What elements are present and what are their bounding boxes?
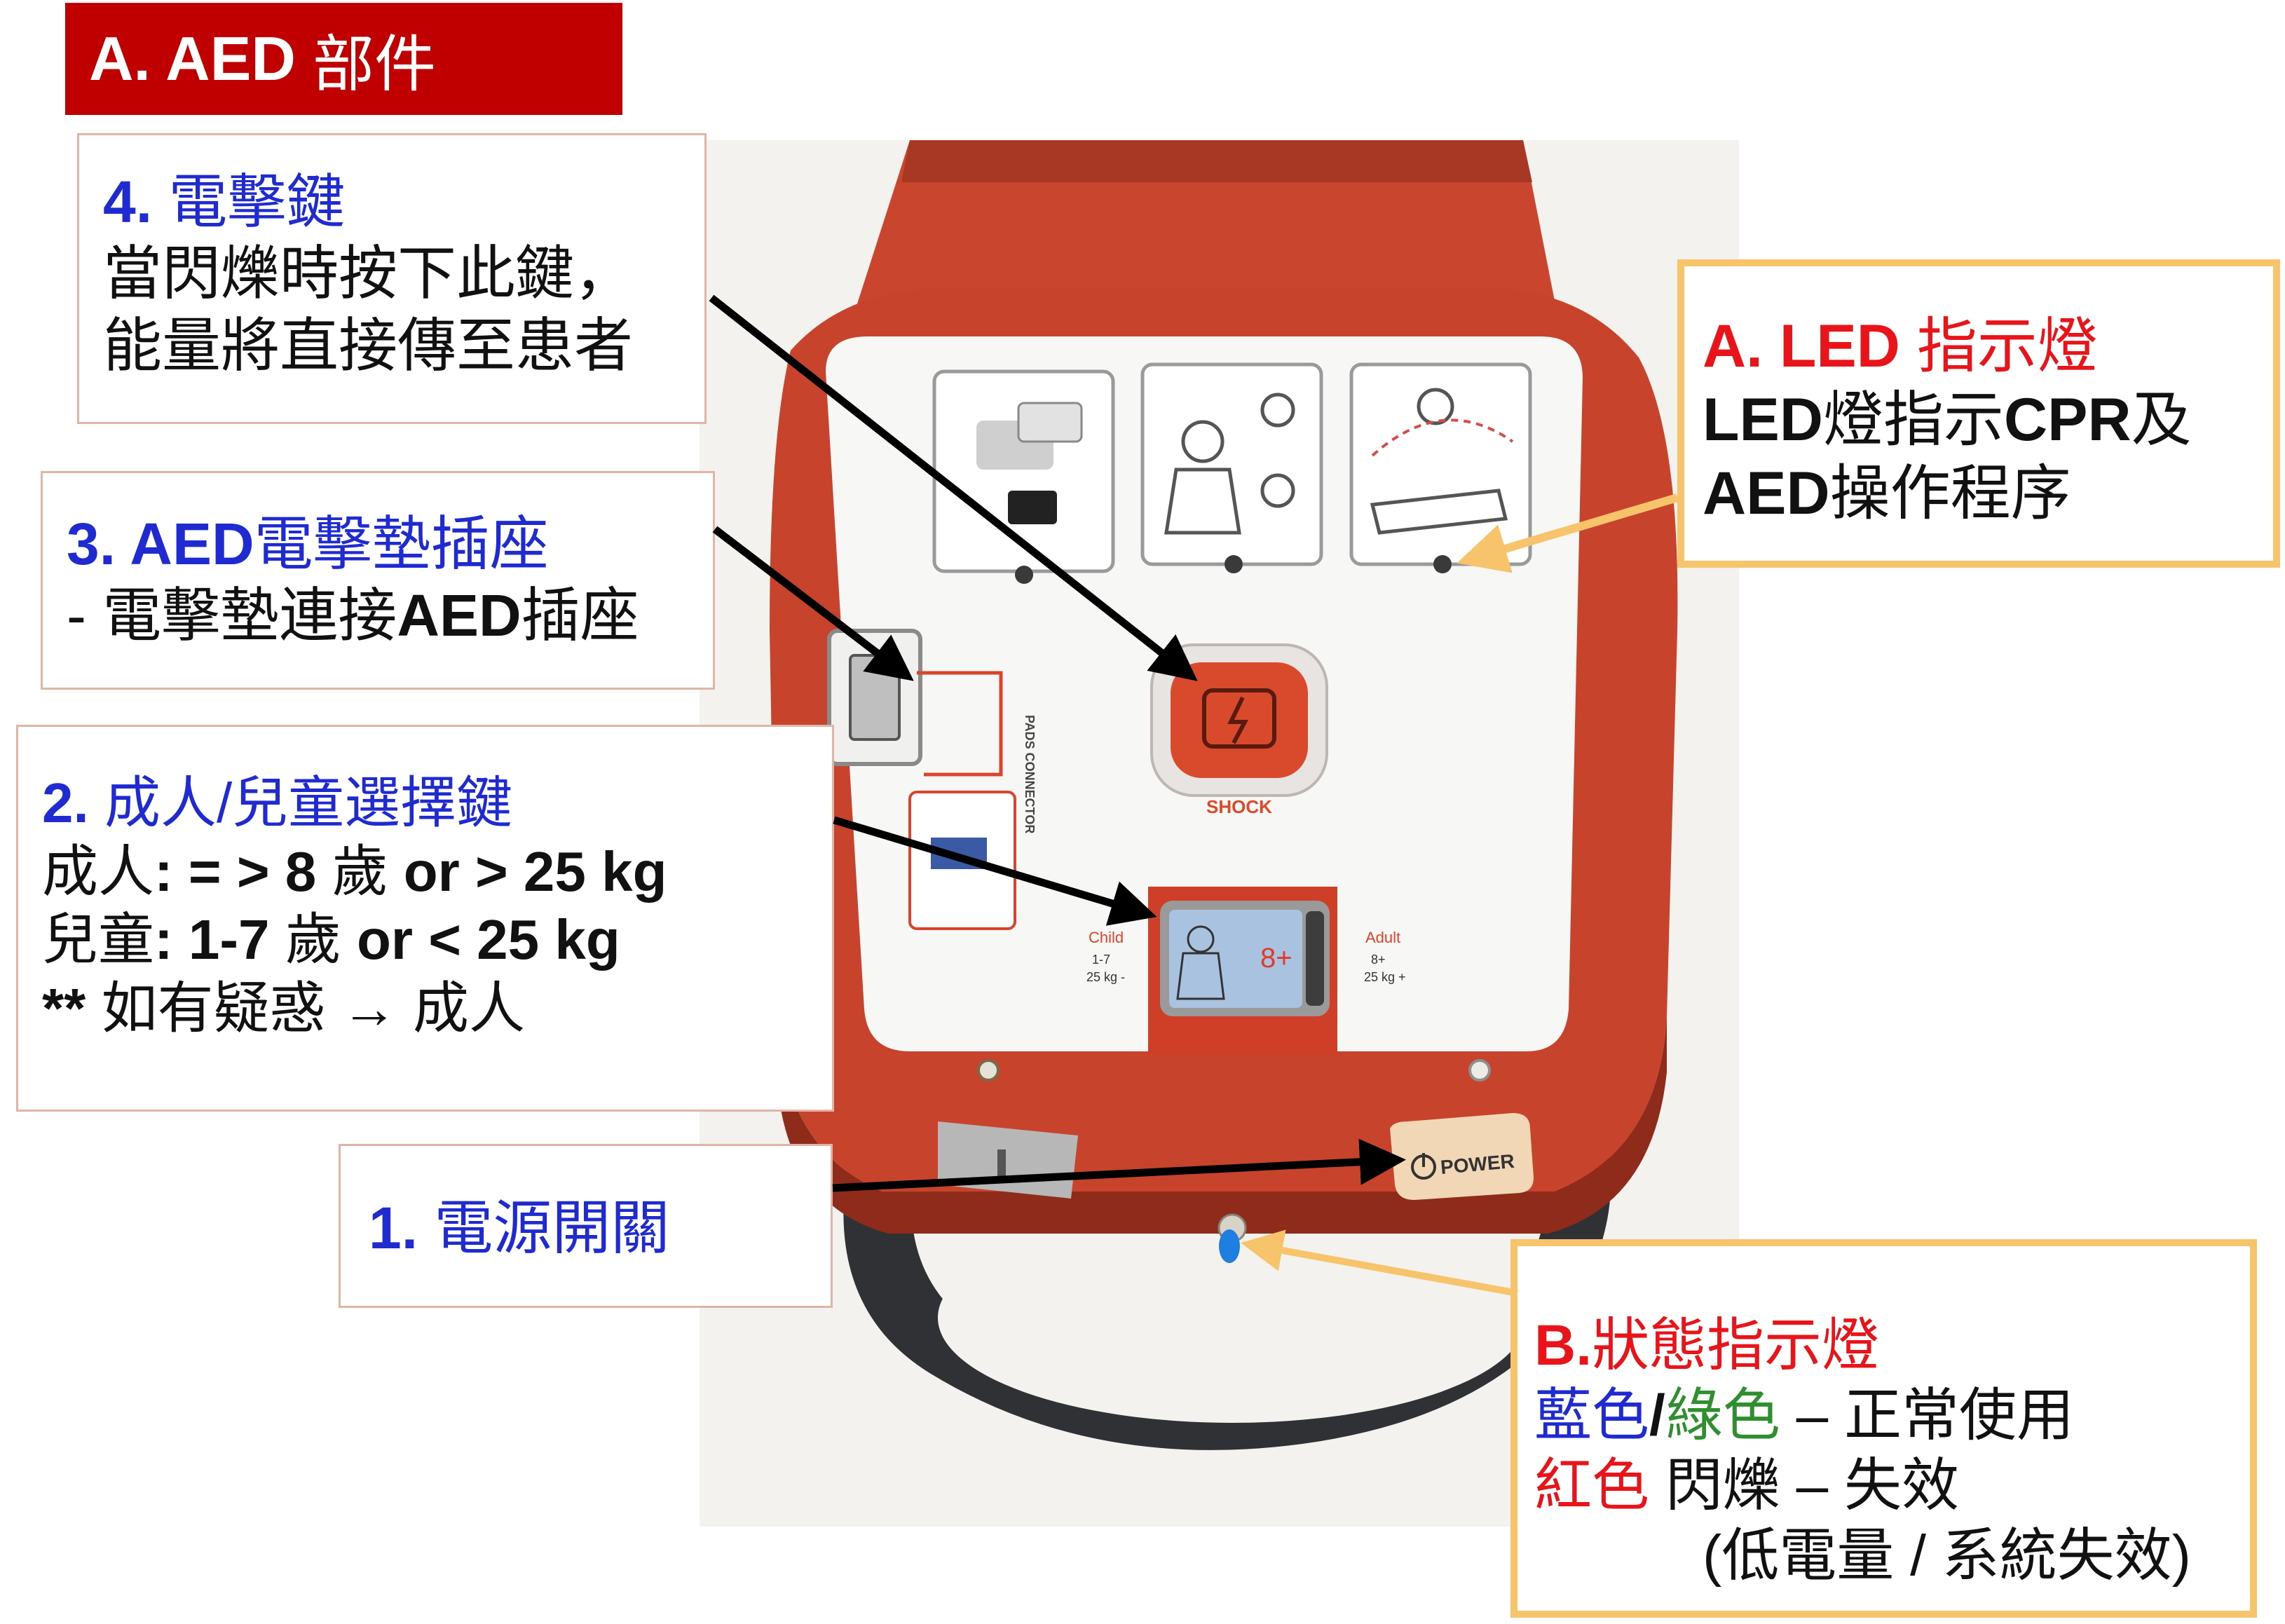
- callout-text: 插座: [521, 582, 639, 649]
- callout-text-line: 當閃爍時按下此鍵，: [103, 240, 634, 307]
- callout-shock-button: 4. 電擊鍵 當閃爍時按下此鍵， 能量將直接傳至患者: [77, 133, 707, 424]
- callout-text-bold: LED: [1703, 385, 1823, 453]
- status-led: [1219, 1229, 1240, 1263]
- red-label: 紅色: [1534, 1454, 1650, 1518]
- child-age-unit: 歲: [285, 908, 341, 971]
- callout-power-switch: 1. 電源開關: [339, 1144, 833, 1308]
- callout-number: A. LED: [1703, 313, 1900, 380]
- callout-heading: 狀態指示燈: [1592, 1313, 1880, 1377]
- callout-heading: 電源開關: [434, 1195, 670, 1261]
- callout-text: 及: [2131, 385, 2192, 453]
- callout-heading: 指示燈: [1916, 313, 2098, 380]
- normal-text: – 正常使用: [1796, 1384, 2075, 1448]
- fail-text: 閃爍 – 失效: [1665, 1454, 1959, 1518]
- adult-criteria: : = > 8: [154, 840, 317, 903]
- callout-text-bold: AED: [397, 582, 521, 649]
- callout-number: 3. AED: [67, 511, 254, 577]
- callout-text-bold: AED: [1703, 459, 1830, 527]
- section-title-prefix: A. AED: [89, 24, 296, 93]
- section-title: A. AED 部件: [65, 3, 622, 115]
- slash: /: [1649, 1384, 1665, 1448]
- note-result: 成人: [412, 976, 525, 1039]
- fail-detail: (低電量 / 系統失效): [1703, 1524, 2191, 1588]
- callout-number: 2.: [42, 772, 89, 834]
- callout-text: 燈指示: [1823, 385, 2004, 453]
- child-label: Child: [1089, 929, 1124, 946]
- child-label-text: 兒童: [42, 908, 154, 971]
- callout-led-indicator: A. LED 指示燈 LED燈指示CPR及 AED操作程序: [1677, 259, 2280, 568]
- child-weight: 25 kg -: [1086, 970, 1125, 984]
- adult-child-screen: [1169, 910, 1302, 1008]
- callout-text-bold: CPR: [2004, 385, 2131, 453]
- blue-label: 藍色: [1534, 1384, 1650, 1448]
- callout-pad-socket: 3. AED電擊墊插座 - 電擊墊連接AED插座: [41, 471, 715, 690]
- callout-heading: 成人/兒童選擇鍵: [104, 772, 513, 834]
- child-age: 1-7: [1092, 953, 1110, 967]
- callout-heading: 電擊墊插座: [254, 511, 549, 577]
- adult-label-text: 成人: [42, 840, 154, 903]
- callout-heading: 電擊鍵: [168, 169, 346, 235]
- shock-label: SHOCK: [1206, 796, 1272, 817]
- adult-label: Adult: [1365, 929, 1400, 946]
- pads-connector-label: PADS CONNECTOR: [1023, 715, 1037, 833]
- callout-text-line: 能量將直接傳至患者: [103, 312, 634, 378]
- led-indicator-dot: [1433, 555, 1452, 573]
- callout-adult-child-switch: 2. 成人/兒童選擇鍵 成人: = > 8 歲 or > 25 kg 兒童: 1…: [16, 725, 834, 1112]
- note-text: 如有疑惑: [101, 976, 326, 1039]
- callout-status-indicator: B.狀態指示燈 藍色/綠色 – 正常使用 紅色 閃爍 – 失效 (低電量 / 系…: [1510, 1239, 2257, 1618]
- adult-weight: 25 kg +: [1364, 970, 1406, 984]
- child-criteria: : 1-7: [154, 908, 270, 971]
- callout-number: 4.: [103, 169, 153, 235]
- section-title-label: 部件: [312, 29, 436, 99]
- note-arrow-icon: →: [341, 976, 397, 1039]
- callout-number: B.: [1534, 1313, 1592, 1377]
- adult-age-unit: 歲: [332, 840, 388, 903]
- callout-text: 操作程序: [1829, 459, 2071, 527]
- screen-text: 8+: [1260, 943, 1292, 974]
- green-label: 綠色: [1665, 1384, 1780, 1448]
- child-weight: or < 25 kg: [356, 908, 620, 971]
- adult-weight: or > 25 kg: [403, 840, 667, 903]
- callout-number: 1.: [369, 1195, 418, 1261]
- callout-text: - 電擊墊連接: [67, 582, 397, 649]
- adult-age: 8+: [1371, 953, 1386, 967]
- note-prefix: **: [42, 976, 86, 1039]
- aed-device-photo: PADS CONNECTOR SHOCK 8+ Child 1-7 25 kg …: [700, 140, 1739, 1527]
